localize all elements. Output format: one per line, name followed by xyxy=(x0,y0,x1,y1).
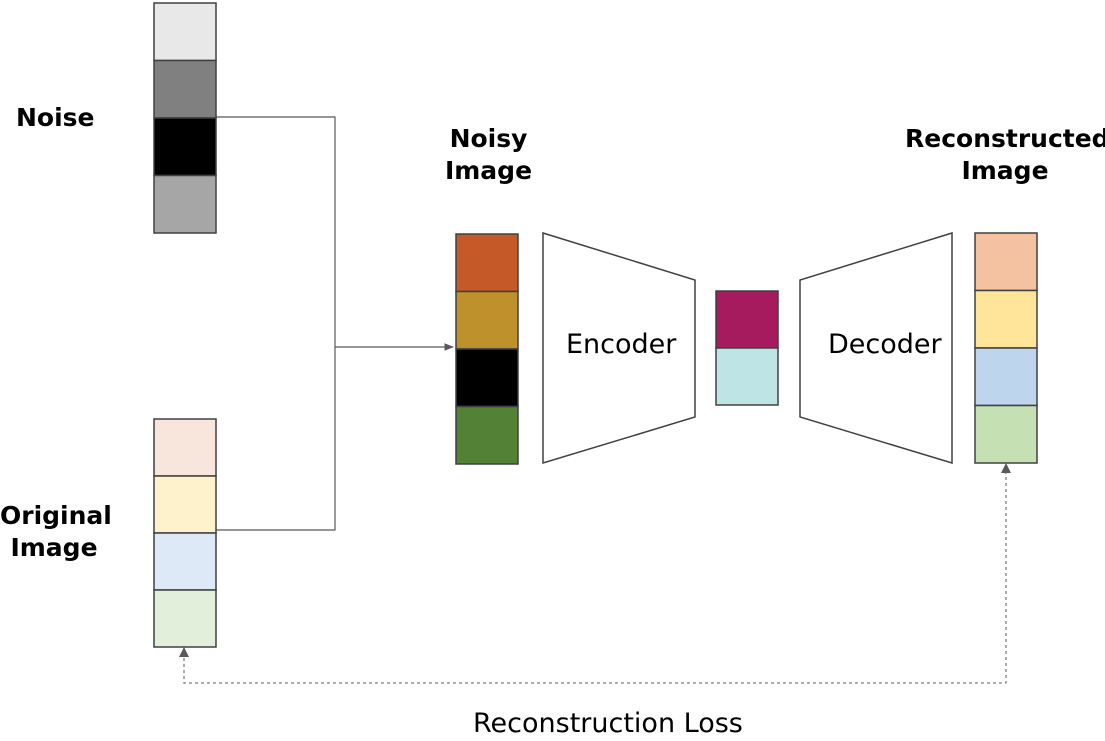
noise-cell-1 xyxy=(153,2,217,62)
latent-vector xyxy=(715,290,779,406)
reconstruction-loss-label: Reconstruction Loss xyxy=(473,708,743,739)
reconstruction-loss-connector xyxy=(179,463,1011,684)
reconstructed-cell-4 xyxy=(974,404,1038,464)
noisy-cell-2 xyxy=(455,290,519,350)
noise-label: Noise xyxy=(16,103,95,132)
merge-connector xyxy=(216,116,454,531)
noise-original-bracket xyxy=(216,116,336,531)
noise-cell-2 xyxy=(153,59,217,119)
noisy-image-vector xyxy=(455,233,519,465)
loss-dashed-line xyxy=(183,465,1007,684)
original-image-label: Original Image xyxy=(0,500,112,564)
latent-cell-2 xyxy=(715,347,779,406)
original-cell-2 xyxy=(153,475,217,534)
reconstructed-cell-2 xyxy=(974,289,1038,349)
loss-arrowhead-reconstructed xyxy=(1001,463,1011,473)
loss-arrowhead-original xyxy=(179,647,189,657)
reconstructed-image-label: Reconstructed Image xyxy=(905,123,1105,187)
noise-cell-3 xyxy=(153,117,217,177)
reconstructed-cell-1 xyxy=(974,232,1038,292)
original-cell-1 xyxy=(153,418,217,477)
noisy-image-label-line1: Noisy xyxy=(449,124,528,153)
noise-vector xyxy=(153,2,217,234)
original-image-label-line2: Image xyxy=(10,533,98,562)
decoder-shape xyxy=(799,231,953,465)
noisy-cell-3 xyxy=(455,348,519,408)
original-cell-4 xyxy=(153,589,217,648)
original-image-vector xyxy=(153,418,217,648)
reconstructed-image-label-line2: Image xyxy=(961,156,1049,185)
noisy-cell-4 xyxy=(455,405,519,465)
noisy-cell-1 xyxy=(455,233,519,293)
noise-cell-4 xyxy=(153,174,217,234)
original-image-label-line1: Original xyxy=(0,501,112,530)
decoder-label: Decoder xyxy=(828,329,942,360)
reconstructed-cell-3 xyxy=(974,347,1038,407)
reconstructed-image-vector xyxy=(974,232,1038,464)
encoder-label: Encoder xyxy=(566,329,677,360)
original-cell-3 xyxy=(153,532,217,591)
encoder-shape xyxy=(542,231,696,465)
latent-cell-1 xyxy=(715,290,779,349)
reconstructed-image-label-line1: Reconstructed xyxy=(905,124,1105,153)
noisy-image-label-line2: Image xyxy=(444,156,533,185)
noisy-image-label: Noisy Image xyxy=(436,123,541,187)
